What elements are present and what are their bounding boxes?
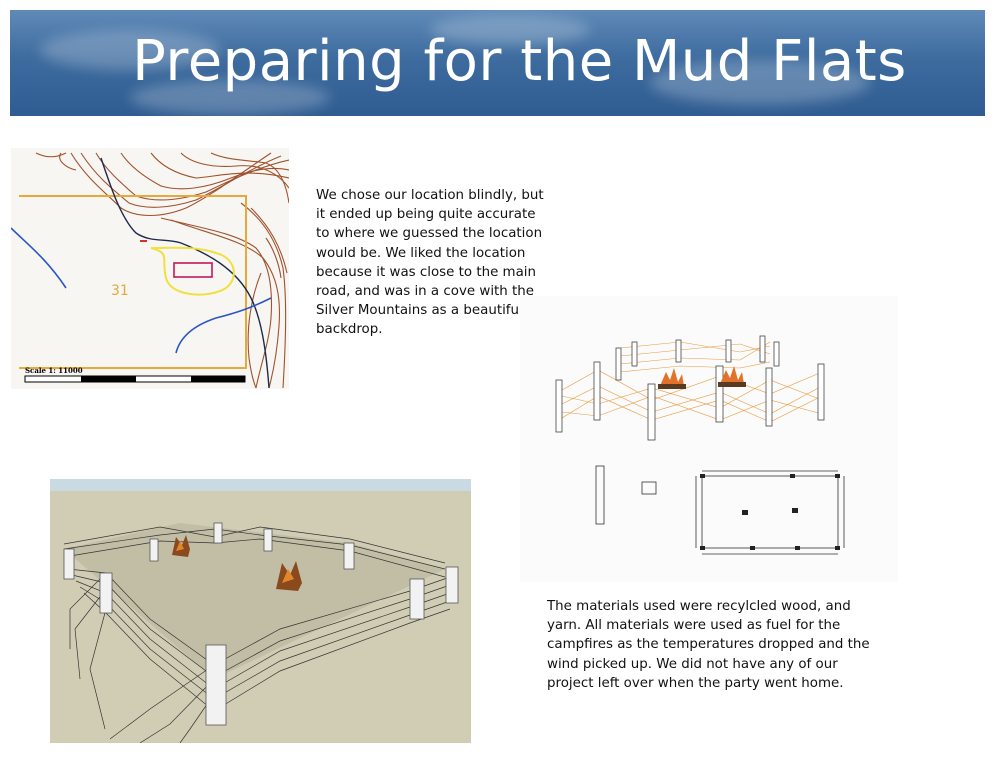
ground-plane bbox=[64, 523, 445, 679]
topographic-map-image: 31 Scale 1: 11000 bbox=[11, 148, 289, 389]
wooden-posts bbox=[555, 335, 825, 441]
main-road-line bbox=[100, 157, 270, 389]
sky-band bbox=[50, 479, 471, 491]
3d-model-render bbox=[50, 479, 471, 743]
scale-label: Scale 1: 11000 bbox=[25, 366, 83, 375]
site-marker bbox=[173, 262, 213, 278]
map-boundary bbox=[19, 195, 247, 369]
yarn-strands bbox=[561, 341, 823, 423]
render-posts bbox=[63, 522, 459, 726]
location-highlight bbox=[150, 246, 235, 296]
plan-post-marks bbox=[700, 474, 840, 550]
contour-lines bbox=[35, 152, 289, 389]
river-line bbox=[11, 227, 67, 289]
pencil-sketch-image bbox=[520, 296, 898, 582]
campfire-drawings bbox=[658, 366, 746, 389]
zone-number: 31 bbox=[111, 283, 129, 299]
location-paragraph: We chose our location blindly, but it en… bbox=[316, 188, 544, 338]
title-banner: Preparing for the Mud Flats bbox=[10, 10, 985, 116]
stream-line bbox=[175, 297, 272, 354]
materials-paragraph: The materials used were recylcled wood, … bbox=[547, 599, 870, 691]
campfire-models bbox=[172, 535, 302, 591]
slide-title: Preparing for the Mud Flats bbox=[132, 29, 907, 94]
plan-drawing bbox=[595, 465, 845, 555]
